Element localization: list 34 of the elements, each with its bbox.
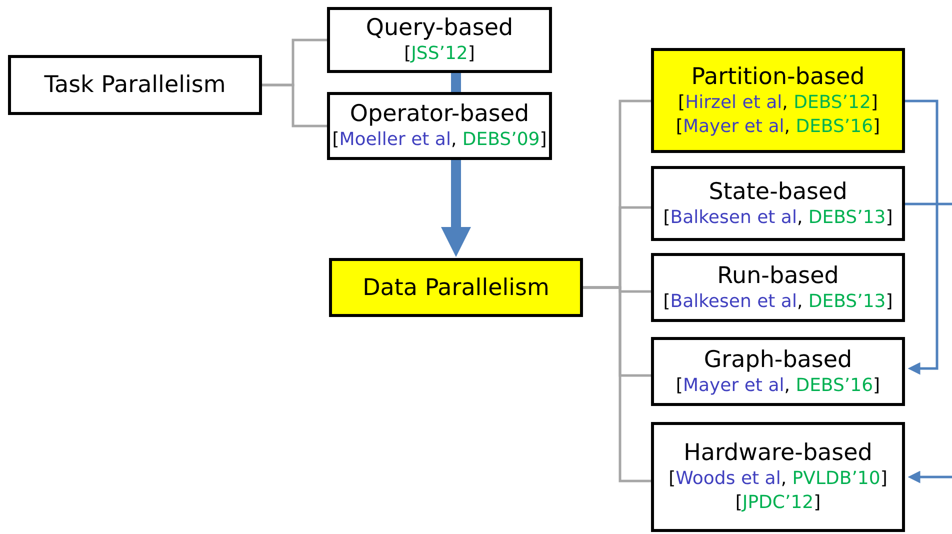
category-box (327, 92, 552, 160)
arrow (908, 470, 952, 484)
box-title: State-based (708, 178, 848, 206)
box-title: Hardware-based (684, 439, 872, 467)
citation: [Moeller et al, DEBS’09] (332, 128, 547, 152)
connector-line (583, 286, 651, 482)
citation: [Mayer et al, DEBS’16] (676, 114, 880, 138)
citation: [Mayer et al, DEBS’16] (676, 374, 880, 398)
box-title: Task Parallelism (44, 71, 226, 99)
category-box (651, 166, 905, 241)
category-box (8, 55, 262, 115)
highlighted-box (651, 48, 905, 153)
box-title: Operator-based (350, 100, 530, 128)
category-box (651, 253, 905, 322)
box-title: Query-based (366, 14, 514, 42)
box-title: Partition-based (691, 62, 865, 90)
highlighted-box (329, 258, 583, 317)
box-title: Run-based (717, 262, 839, 290)
citation: [JPDC’12] (735, 491, 821, 515)
arrow (905, 100, 938, 375)
box-title: Data Parallelism (362, 274, 550, 302)
citation: [Balkesen et al, DEBS’13] (663, 290, 893, 314)
citation: [Hirzel et al, DEBS’12] (678, 90, 878, 114)
connector-line (451, 73, 461, 92)
citation: [Balkesen et al, DEBS’13] (663, 206, 893, 230)
arrow (441, 160, 471, 257)
citation: [JSS’12] (404, 42, 475, 66)
citation: [Woods et al, PVLDB’10] (668, 467, 888, 491)
connector-line (905, 202, 952, 206)
category-box (327, 7, 552, 73)
category-box (651, 337, 905, 406)
box-title: Graph-based (704, 346, 852, 374)
connector-line (262, 84, 327, 128)
category-box (651, 422, 905, 532)
